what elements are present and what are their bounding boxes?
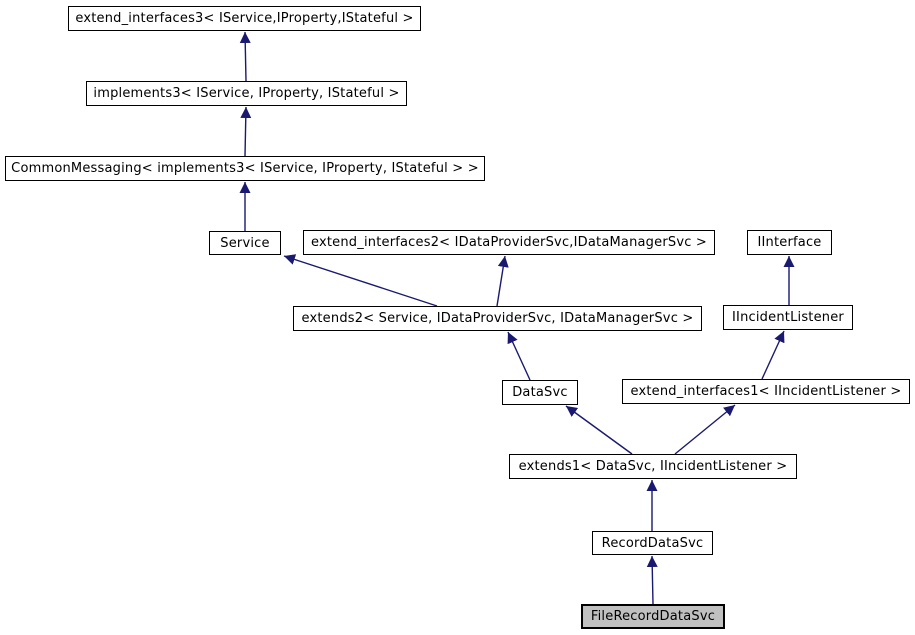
inheritance-edge-extends1-to-extend-interfaces1 xyxy=(674,404,736,455)
inheritance-edge-file-record-datasvc-to-record-datasvc xyxy=(646,555,658,605)
class-node-record-datasvc[interactable]: RecordDataSvc xyxy=(592,531,713,555)
class-node-iincident-listener[interactable]: IIncidentListener xyxy=(723,305,853,330)
class-node-common-messaging[interactable]: CommonMessaging< implements3< IService, … xyxy=(5,156,485,181)
class-node-file-record-datasvc: FileRecordDataSvc xyxy=(581,604,725,629)
inheritance-edge-extends2-to-service xyxy=(283,254,438,307)
class-node-extends2[interactable]: extends2< Service, IDataProviderSvc, IDa… xyxy=(293,306,702,331)
class-node-service[interactable]: Service xyxy=(209,231,281,255)
inheritance-edge-extends1-to-datasvc xyxy=(565,405,633,455)
class-node-datasvc[interactable]: DataSvc xyxy=(502,380,578,405)
inheritance-edge-common-messaging-to-implements3 xyxy=(240,106,252,157)
class-node-iinterface[interactable]: IInterface xyxy=(747,230,832,255)
inheritance-edge-extend-interfaces1-to-iincident-listener xyxy=(761,330,785,380)
inheritance-edge-datasvc-to-extends2 xyxy=(507,331,531,381)
class-node-implements3[interactable]: implements3< IService, IProperty, IState… xyxy=(86,81,407,106)
inheritance-edge-extends2-to-extend-interfaces2 xyxy=(496,255,509,307)
class-node-extend-interfaces1[interactable]: extend_interfaces1< IIncidentListener > xyxy=(622,379,910,404)
class-node-extends1[interactable]: extends1< DataSvc, IIncidentListener > xyxy=(509,454,797,479)
class-node-extend-interfaces2[interactable]: extend_interfaces2< IDataProviderSvc,IDa… xyxy=(303,230,715,255)
inheritance-edge-implements3-to-extend-interfaces3 xyxy=(239,31,251,82)
class-node-extend-interfaces3[interactable]: extend_interfaces3< IService,IProperty,I… xyxy=(68,6,421,31)
